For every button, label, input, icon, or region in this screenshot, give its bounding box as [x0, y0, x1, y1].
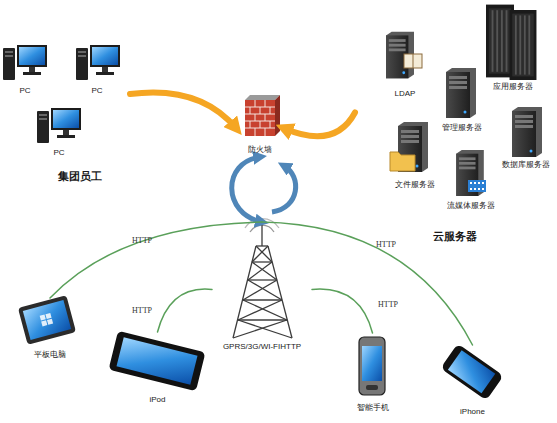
pc-illustration [76, 45, 120, 80]
ipod-device: iPod [100, 332, 215, 408]
flow-arrow [130, 92, 236, 128]
sync-arrow [272, 166, 296, 212]
node-label: PC [0, 86, 50, 95]
protocol-label: HTTP [132, 236, 152, 245]
protocol-label: HTTP [132, 306, 152, 315]
tablet-device: 平板电脑 [15, 298, 85, 362]
cell-tower-illustration [233, 219, 292, 338]
sync-arrow [232, 157, 262, 222]
network-link [158, 289, 213, 332]
iphone-illustration [440, 344, 503, 401]
ldap-server: LDAP [380, 25, 430, 103]
file-server: 文件服务器 [385, 118, 445, 193]
node-label: 文件服务器 [385, 180, 445, 189]
network-link [312, 289, 373, 333]
streaming-server-illustration [456, 150, 486, 196]
pc-illustration [3, 45, 47, 80]
group-title: 集团员工 [45, 170, 115, 183]
pc-node: PC [72, 38, 122, 96]
iphone-device: iPhone [430, 345, 515, 417]
node-label: iPhone [430, 407, 515, 416]
ldap-illustration [386, 32, 422, 79]
management-server: 管理服务器 [432, 65, 492, 135]
node-label: iPod [100, 395, 215, 404]
node-label: 数据库服务器 [495, 160, 557, 169]
firewall-node: 防火墙 [236, 93, 284, 157]
smartphone-device: 智能手机 [345, 333, 400, 415]
database-server: 数据库服务器 [495, 105, 557, 177]
application-server-illustration [486, 5, 536, 80]
node-label: 防火墙 [236, 145, 284, 154]
database-server-illustration [512, 107, 542, 157]
pc-node: PC [0, 38, 50, 96]
protocol-label: HTTP [376, 240, 396, 249]
network-link [50, 222, 262, 298]
file-server-illustration [390, 122, 428, 172]
flow-arrow [284, 113, 355, 137]
smartphone-illustration [359, 337, 385, 395]
node-label: PC [72, 86, 122, 95]
node-label: 应用服务器 [478, 82, 548, 91]
staff-group: 集团员工 PC PC PC [0, 30, 130, 190]
node-label: GPRS/3G/WI-FIHTTP [212, 342, 312, 351]
node-label: 流媒体服务器 [440, 201, 502, 210]
pc-node: PC [34, 103, 84, 161]
application-server: 应用服务器 [478, 2, 548, 94]
node-label: PC [34, 148, 84, 157]
ipod-illustration [108, 331, 205, 392]
cloud-server-group: 云服务器 LDAP 应用服务器管理服务器文件服务器 数据库服务器流媒体服务器 [355, 0, 557, 250]
group-title: 云服务器 [420, 230, 490, 243]
management-server-illustration [446, 68, 476, 118]
node-label: 智能手机 [345, 403, 400, 412]
node-label: 平板电脑 [15, 350, 85, 359]
protocol-label: HTTP [378, 300, 398, 309]
firewall-illustration [245, 95, 280, 136]
streaming-server: 流媒体服务器 [440, 148, 502, 216]
tablet-illustration [18, 295, 76, 345]
node-label: 管理服务器 [432, 123, 492, 132]
pc-illustration [37, 108, 81, 143]
node-label: LDAP [380, 89, 430, 98]
cell-tower: GPRS/3G/WI-FIHTTP [212, 222, 312, 357]
